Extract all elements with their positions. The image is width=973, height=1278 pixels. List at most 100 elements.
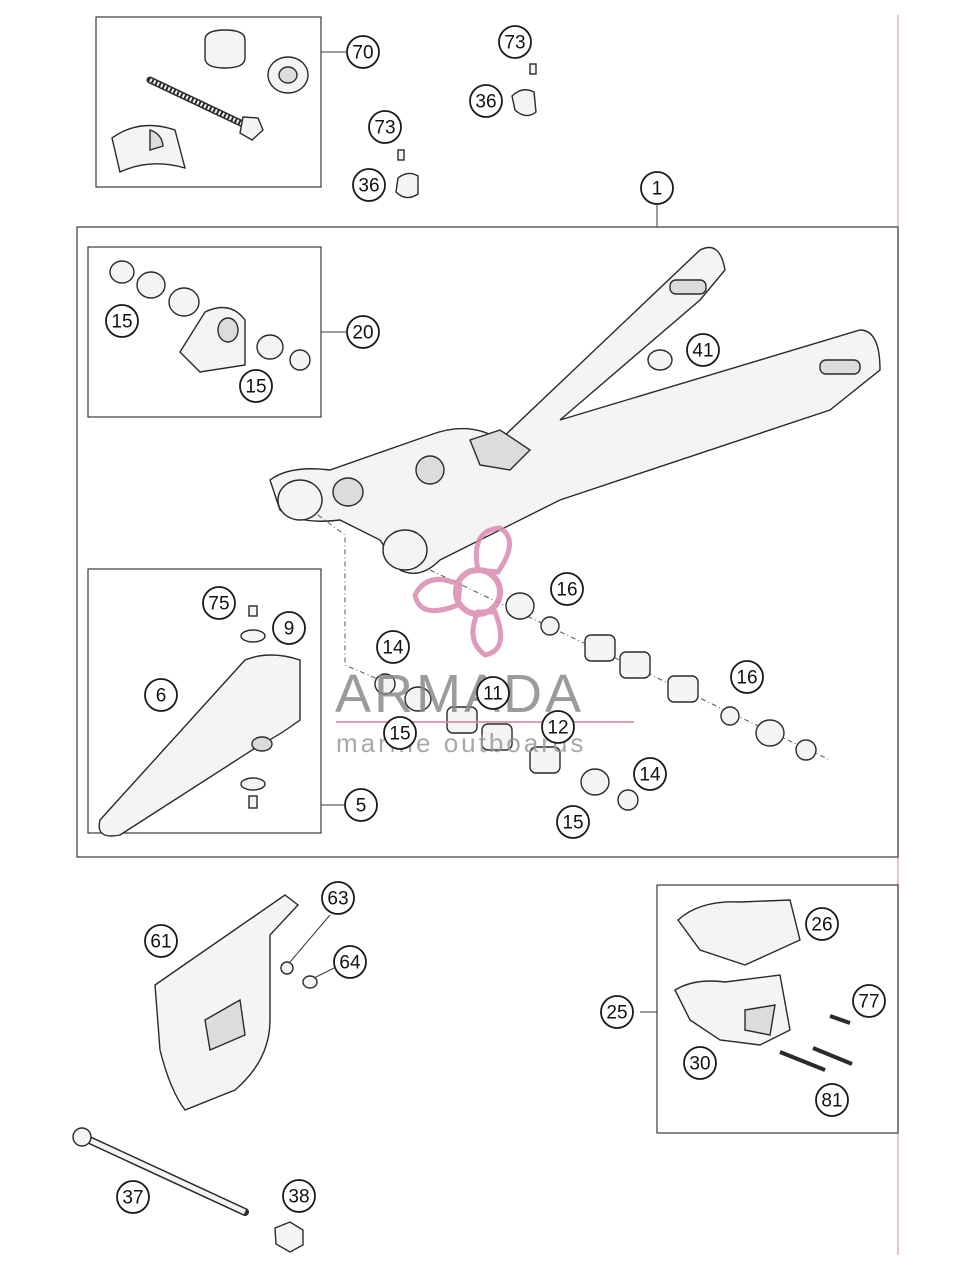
spacer-12: [529, 746, 561, 774]
chain-slider-group: [87, 568, 346, 837]
pivot-bolt-head: [239, 116, 264, 141]
callout-number: 5: [356, 796, 367, 817]
callout-number: 15: [111, 312, 132, 333]
callout-circle: [321, 881, 355, 915]
seal-15-c: [404, 686, 432, 712]
chain-guide-window: [744, 1004, 776, 1036]
callout-circle: [469, 84, 503, 118]
callout-circle: [202, 586, 236, 620]
watermark-logo-blade-3: [470, 609, 504, 658]
callout-36: 36: [469, 84, 503, 118]
callout-41: 41: [686, 333, 720, 367]
callout-circle: [600, 995, 634, 1029]
leader-64: [313, 967, 335, 979]
end-cap-right: [795, 739, 817, 761]
callout-number: 11: [483, 684, 503, 705]
callout-number: 38: [288, 1187, 309, 1208]
callout-6: 6: [144, 678, 178, 712]
bearing-ring-1: [136, 271, 166, 299]
callout-14: 14: [376, 630, 410, 664]
seal-14-b: [617, 789, 639, 811]
right-bearing-stack: [505, 592, 817, 761]
callout-70: 70: [346, 35, 380, 69]
callout-circle: [541, 710, 575, 744]
callout-number: 25: [606, 1003, 627, 1024]
pivot-bolt-thread: [149, 78, 246, 127]
callout-number: 14: [382, 638, 404, 659]
screw-73-lower: [397, 149, 405, 161]
chain-guard-shell: [111, 124, 186, 173]
pivot-eye-left: [277, 479, 323, 521]
callout-number: 36: [475, 92, 496, 113]
callout-circle: [815, 1083, 849, 1117]
callout-1: 1: [640, 171, 674, 205]
clamp-36-lower: [395, 172, 419, 199]
callout-number: 64: [339, 953, 361, 974]
callout-circle: [144, 924, 178, 958]
callout-16: 16: [730, 660, 764, 694]
bearing-11-a: [446, 706, 478, 734]
callout-circle: [805, 907, 839, 941]
chain-guard-61: [154, 894, 300, 1111]
callout-number: 1: [652, 179, 663, 200]
rear-axle-group: [72, 1127, 304, 1253]
callout-16: 16: [550, 572, 584, 606]
chain-slider-hole: [251, 736, 273, 752]
callout-15: 15: [556, 805, 590, 839]
callout-circle: [272, 611, 306, 645]
clip-set-lower: [395, 149, 419, 199]
callout-20: 20: [346, 315, 380, 349]
callout-11: 11: [476, 676, 510, 710]
callout-36: 36: [352, 168, 386, 202]
seal-ring-1: [109, 260, 135, 284]
callout-number: 20: [352, 323, 373, 344]
callout-number: 81: [821, 1091, 842, 1112]
callout-73: 73: [368, 110, 402, 144]
callout-circle: [730, 660, 764, 694]
link-mount-bore: [415, 455, 445, 485]
pivot-eye-right: [382, 529, 428, 571]
axle-nut-38: [274, 1221, 304, 1253]
callout-number: 14: [639, 765, 661, 786]
seal-16-a: [505, 592, 535, 620]
callout-14: 14: [633, 757, 667, 791]
washer-lower: [240, 777, 266, 791]
bolt-81-a: [779, 1050, 826, 1072]
callout-circle: [376, 630, 410, 664]
callout-12: 12: [541, 710, 575, 744]
callout-15: 15: [105, 304, 139, 338]
pivot-bolt-kit-frame: [95, 16, 322, 188]
callout-circle: [498, 25, 532, 59]
swingarm-assembly-frame: [76, 226, 899, 858]
callout-number: 63: [327, 889, 348, 910]
callout-number: 30: [689, 1054, 710, 1075]
callout-number: 15: [562, 813, 583, 834]
screw-73-upper: [529, 63, 537, 75]
callout-circle: [550, 572, 584, 606]
bushing-sleeve: [204, 29, 246, 69]
callout-circle: [144, 678, 178, 712]
lower-bearing-stack: [374, 673, 639, 811]
washer-16-b: [720, 706, 740, 726]
callout-circle: [476, 676, 510, 710]
callout-number: 9: [284, 619, 295, 640]
bearing-housing: [179, 306, 246, 373]
callout-number: 61: [150, 932, 171, 953]
washer-64: [302, 975, 318, 989]
watermark-logo-blade-2: [412, 576, 463, 614]
nut-63: [280, 961, 294, 975]
axle-slot-left: [669, 279, 707, 295]
bearing-housing-bore: [217, 317, 239, 343]
watermark: ARMADA marine outboards: [335, 525, 634, 758]
callout-circle: [344, 788, 378, 822]
callout-15: 15: [239, 369, 273, 403]
watermark-logo-blade-1: [473, 525, 512, 575]
chain-slider-6: [98, 654, 301, 837]
callout-64: 64: [333, 945, 367, 979]
callout-circle: [346, 35, 380, 69]
callout-circle: [368, 110, 402, 144]
swingarm-window: [469, 429, 532, 471]
axle-slot-right: [819, 359, 861, 375]
bolt-77: [829, 1014, 851, 1025]
callout-38: 38: [282, 1179, 316, 1213]
